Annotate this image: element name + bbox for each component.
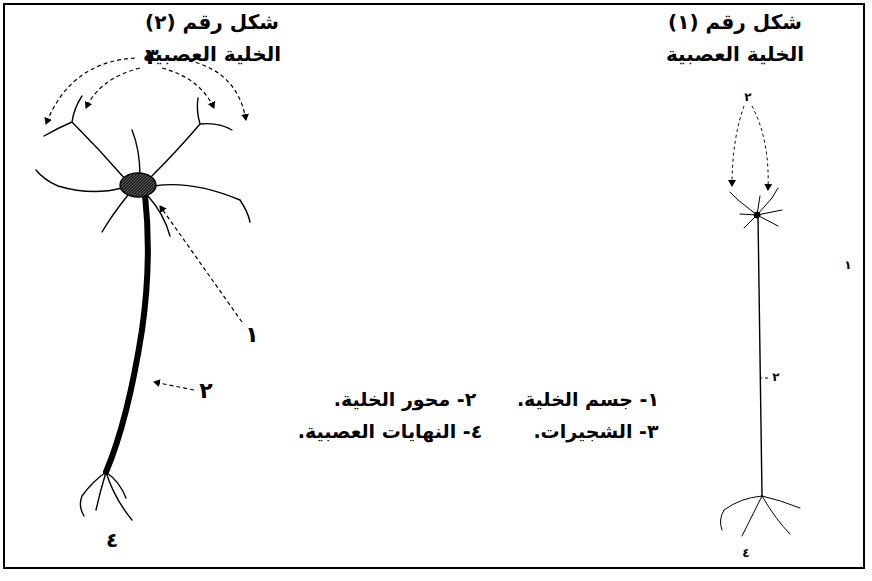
callout-number: ١ [245,322,258,348]
callout-number: ٢ [744,90,751,104]
callout-number: ١ [844,258,851,272]
outer-frame [3,3,865,569]
legend-item: ٤- النهايات العصبية. [298,420,483,443]
callout-number: ٣ [145,44,158,70]
figure-heading: شكل رقم (١) [668,10,802,34]
figure-title: الخلية العصبية [143,42,281,66]
leader-lines-figure-1 [732,106,768,378]
callout-number: ٤ [742,546,749,560]
callout-number: ٤ [106,528,118,552]
neuron-figure-2 [36,96,250,520]
callout-number: ٢ [772,370,779,384]
figure-heading: شكل رقم (٢) [145,10,279,34]
legend-item: ٣- الشجيرات. [533,420,658,443]
neuron-figure-1 [720,188,800,536]
figure-title: الخلية العصبية [666,42,804,66]
callout-number: ٢ [199,378,212,404]
legend-item: ٢- محور الخلية. [334,388,477,411]
legend-item: ١- جسم الخلية. [517,388,659,411]
leader-lines-figure-2 [46,58,246,390]
